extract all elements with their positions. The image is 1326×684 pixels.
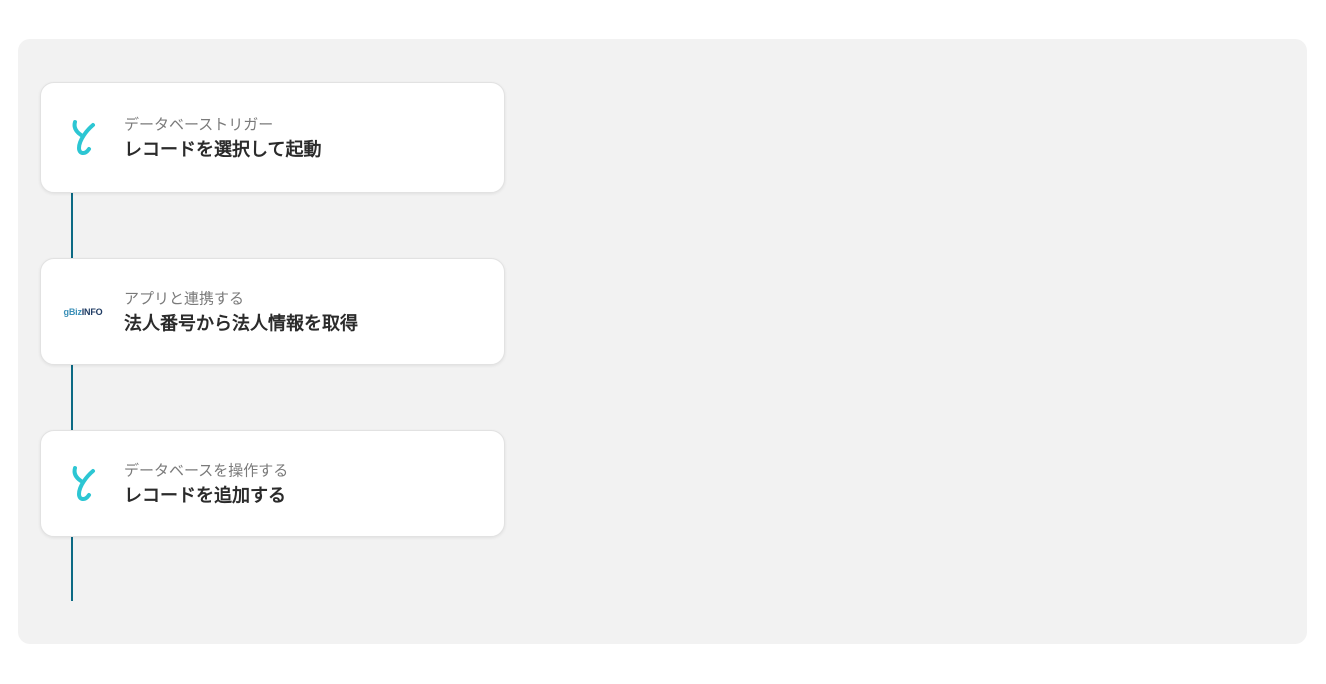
flow-connector-2 [71,365,73,431]
flow-step-database-operation[interactable]: データベースを操作する レコードを追加する [40,430,505,537]
step-category-label: アプリと連携する [124,289,245,307]
yoom-database-icon [61,116,105,160]
flow-step-app-integration[interactable]: gBizINFO アプリと連携する 法人番号から法人情報を取得 [40,258,505,365]
step-title: 法人番号から法人情報を取得 [124,313,358,334]
flow-connector-1 [71,193,73,259]
step-category-label: データベーストリガー [124,115,274,133]
flow-step-database-trigger[interactable]: データベーストリガー レコードを選択して起動 [40,82,505,193]
yoom-database-icon [61,462,105,506]
gbizinfo-logo-icon: gBizINFO [63,306,103,317]
step-title: レコードを選択して起動 [124,139,322,160]
step-category-label: データベースを操作する [124,461,289,479]
flow-connector-3 [71,536,73,601]
step-title: レコードを追加する [124,485,286,506]
